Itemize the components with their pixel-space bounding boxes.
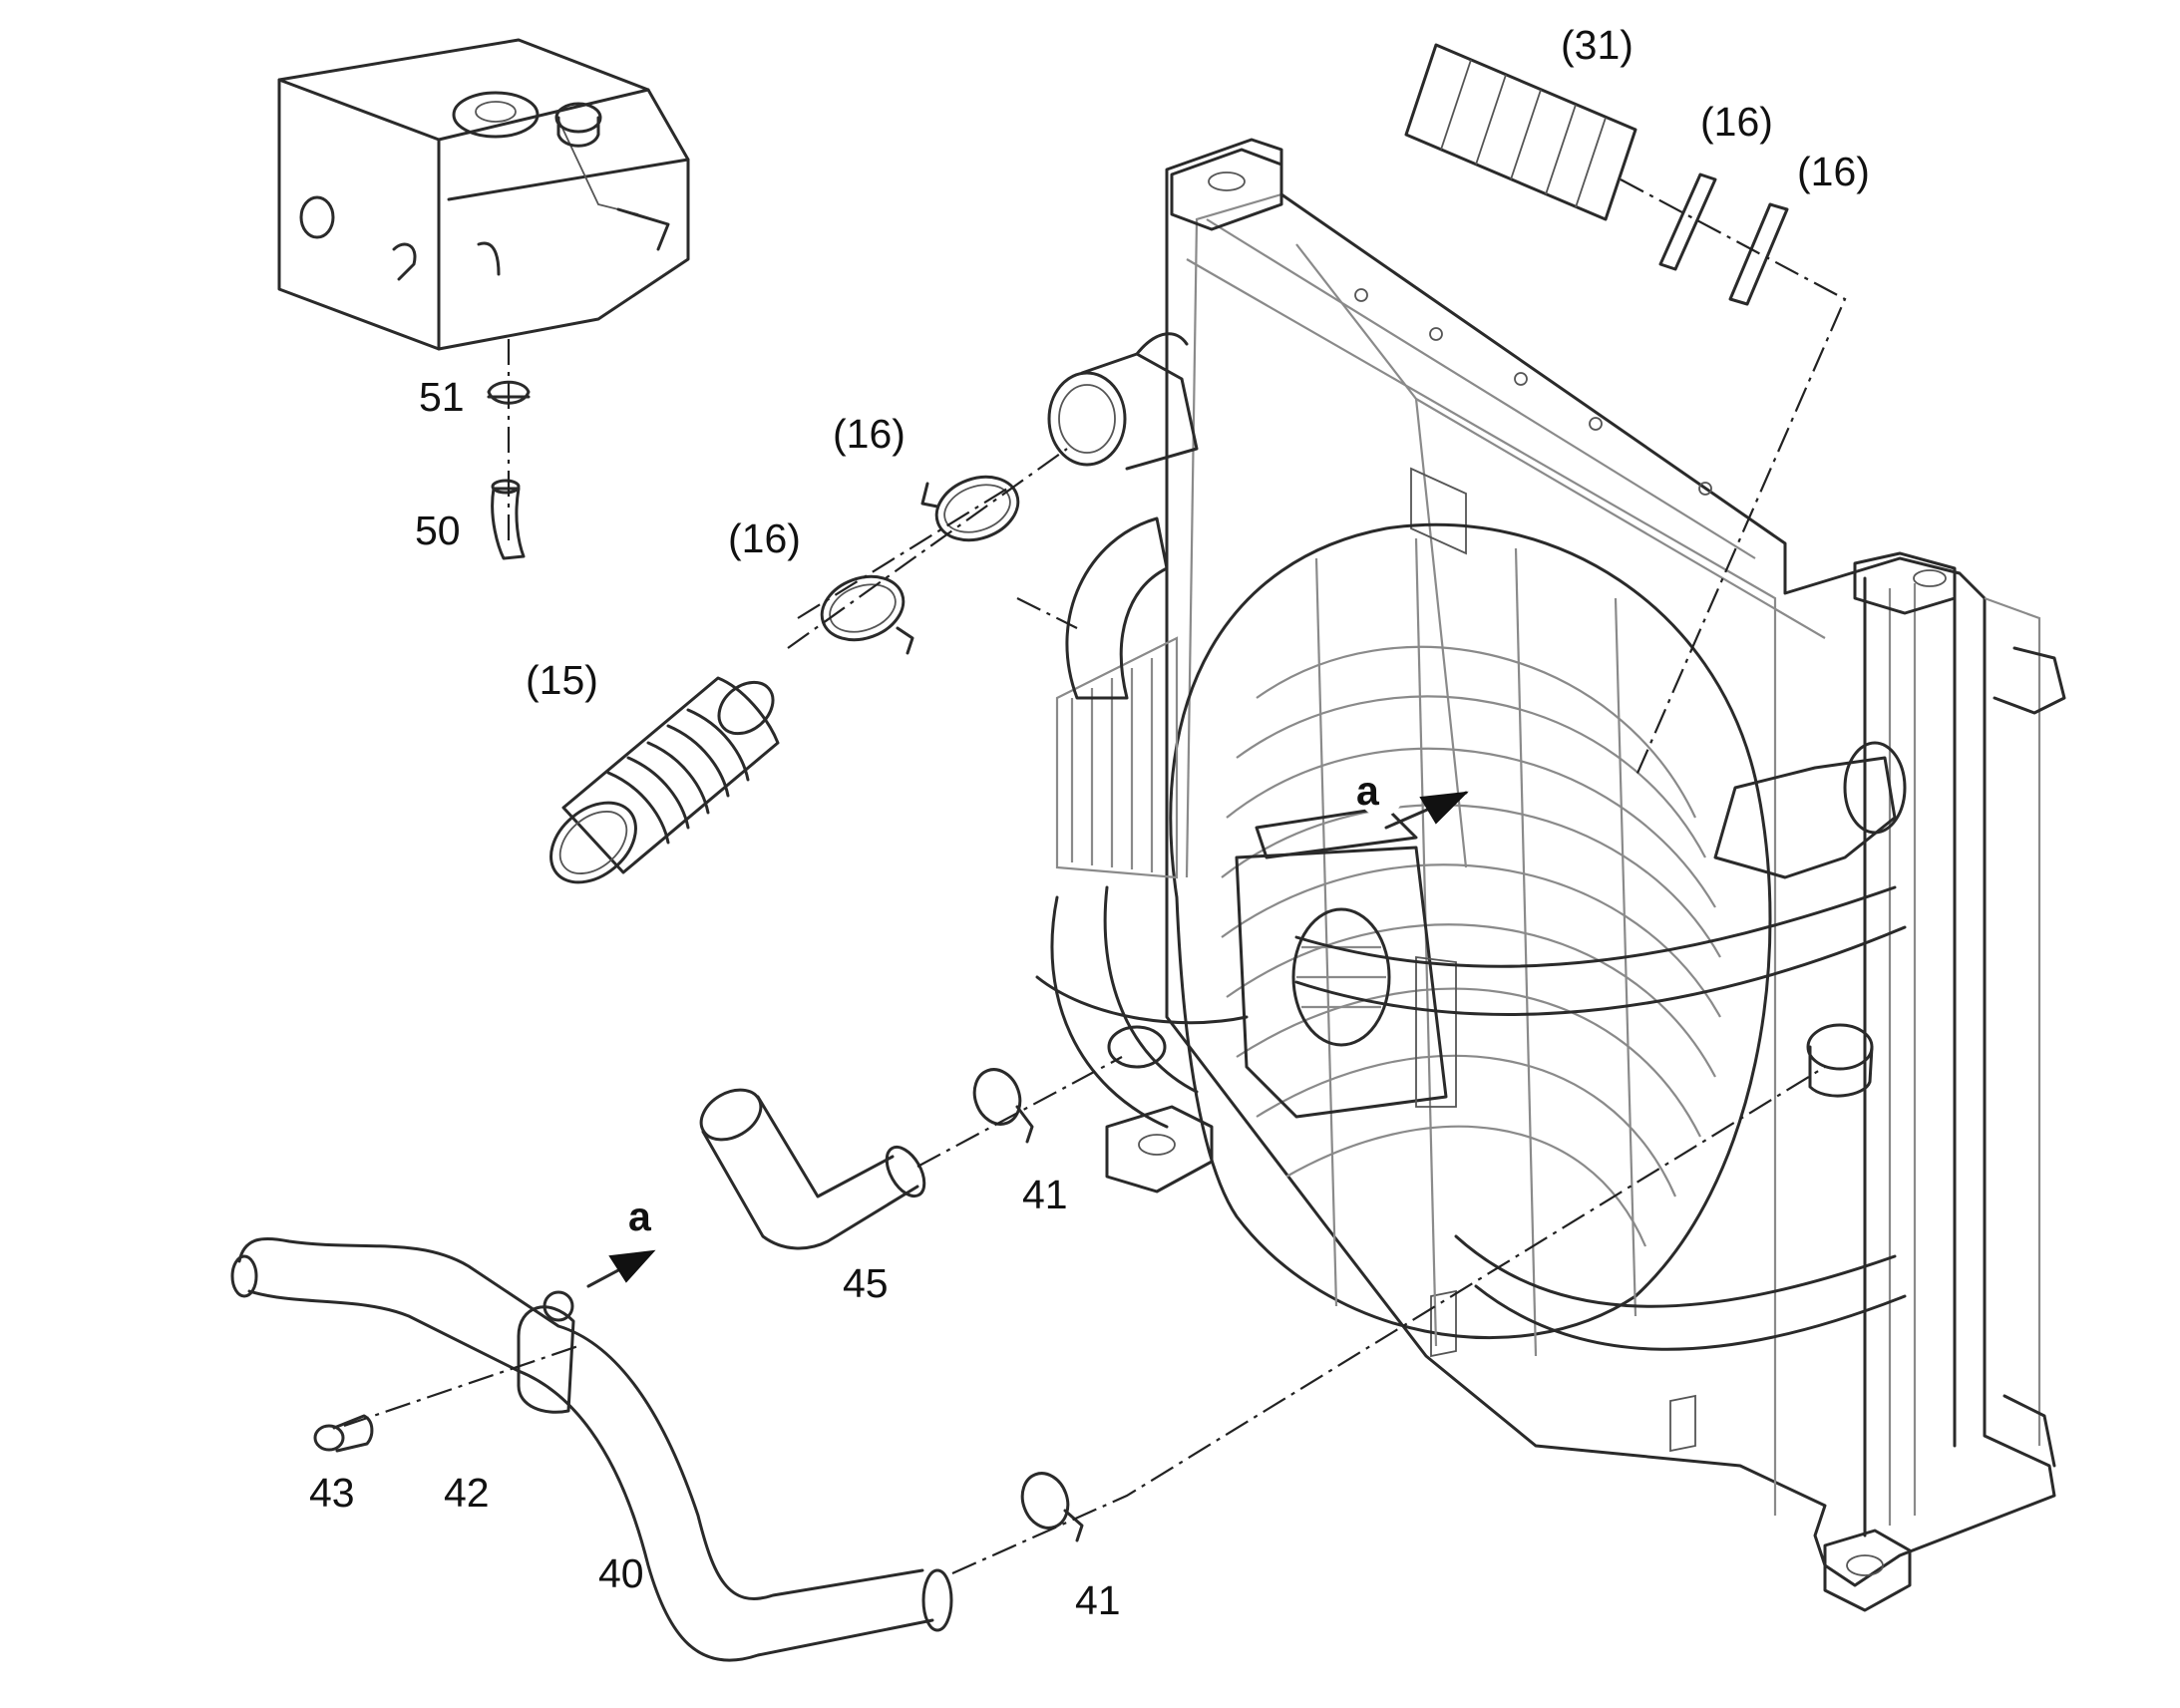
expansion-tank <box>277 38 690 351</box>
bracket-clamp <box>517 1290 575 1414</box>
charge-air-pipes <box>1035 332 1907 1351</box>
callout-50: 50 <box>415 508 461 553</box>
clamp-41-upper <box>972 1068 1034 1144</box>
callout-41-lower: 41 <box>1075 1577 1121 1623</box>
tank-drain-hose <box>491 479 526 560</box>
callout-42: 42 <box>444 1470 490 1516</box>
flow-arrow-hose <box>586 1249 656 1288</box>
rod-b <box>1728 202 1789 306</box>
fan-guard <box>1055 522 1772 1357</box>
callout-15: (15) <box>526 657 598 703</box>
lower-hose <box>230 1236 953 1662</box>
bellows-hose <box>549 676 780 884</box>
sleeve-set <box>1404 43 1637 221</box>
callout-16-top-a: (16) <box>1700 99 1773 145</box>
callout-16-top-b: (16) <box>1797 149 1870 194</box>
callout-31: (31) <box>1561 22 1634 68</box>
clamp-middle <box>820 574 914 655</box>
elbow-hose <box>699 1088 926 1250</box>
callout-41-upper: 41 <box>1022 1172 1068 1217</box>
callout-45: 45 <box>843 1260 889 1306</box>
callout-40: 40 <box>598 1550 644 1596</box>
callout-16-mid-a: (16) <box>833 411 906 457</box>
screw <box>313 1414 374 1453</box>
leader-lines <box>343 178 1847 1575</box>
callout-a-fan: a <box>1356 768 1379 814</box>
radiator-assembly <box>1105 138 2066 1612</box>
callout-43: 43 <box>309 1470 355 1516</box>
clamp-upper <box>920 475 1020 542</box>
callout-16-mid-b: (16) <box>728 515 801 561</box>
flow-arrow-fan <box>1359 773 1469 830</box>
rod-a <box>1658 172 1717 271</box>
callout-a-hose: a <box>628 1194 651 1239</box>
callout-51: 51 <box>419 374 465 420</box>
